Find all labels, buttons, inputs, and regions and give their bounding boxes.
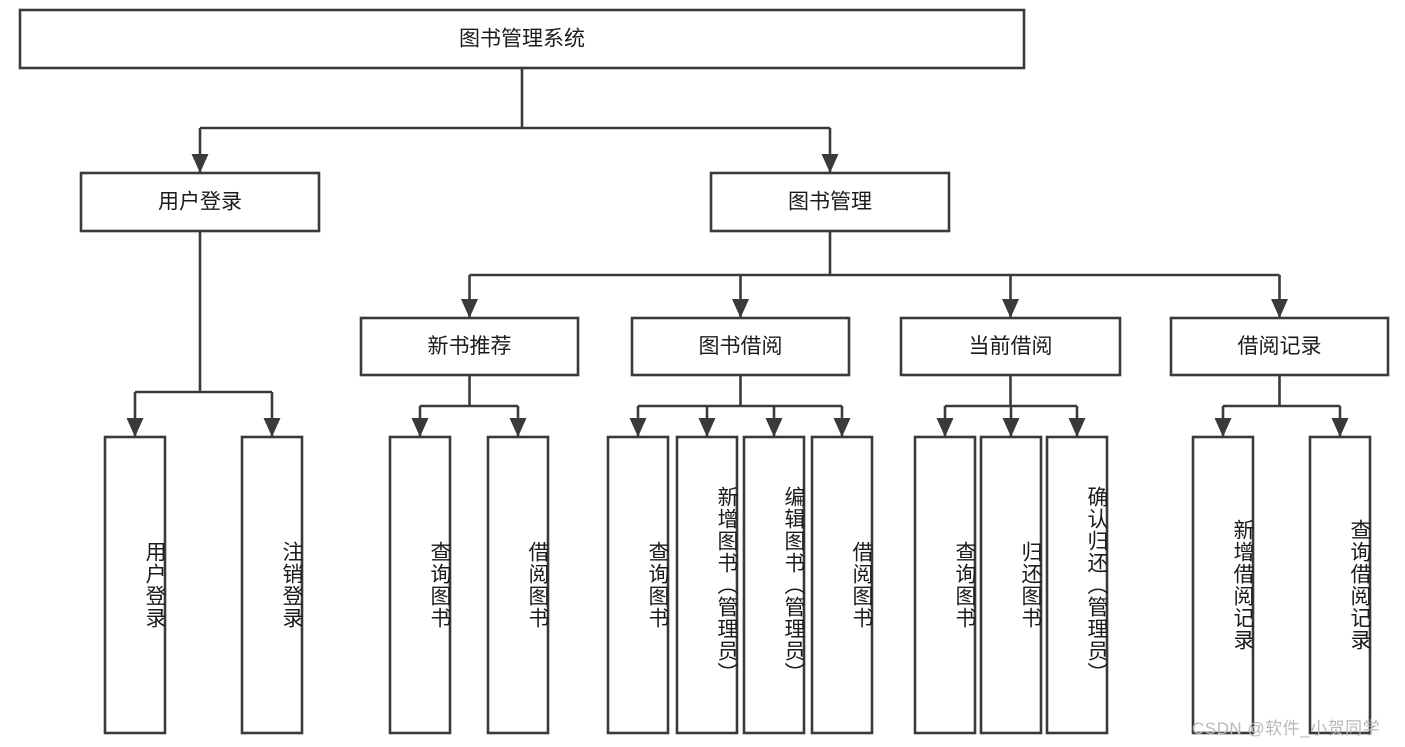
- node-box-leaf-add-book[interactable]: [675, 435, 739, 735]
- node-label-current-borrow: 当前借阅: [969, 335, 1053, 358]
- arrow-head-leaf-confirm-return: [1068, 418, 1086, 437]
- node-box-root[interactable]: [18, 8, 1026, 70]
- arrow-head-leaf-borrow-book-1: [509, 418, 527, 437]
- boxes-layer: [18, 8, 1390, 735]
- arrow-head-leaf-borrow-book-2: [833, 418, 851, 437]
- node-label-borrow-record: 借阅记录: [1238, 335, 1322, 358]
- node-box-leaf-edit-book[interactable]: [742, 435, 806, 735]
- node-label-new-book-rec: 新书推荐: [428, 335, 512, 358]
- node-box-user-login[interactable]: [79, 171, 321, 233]
- node-label-book-manage: 图书管理: [788, 191, 872, 214]
- arrow-head-leaf-return-book: [1002, 418, 1020, 437]
- arrow-head-user-login: [191, 154, 209, 173]
- connectors-layer: [126, 68, 1349, 437]
- node-box-leaf-query-record[interactable]: [1308, 435, 1372, 735]
- node-box-book-manage[interactable]: [709, 171, 951, 233]
- node-box-leaf-confirm-return[interactable]: [1045, 435, 1109, 735]
- arrow-head-new-book-rec: [461, 299, 478, 318]
- arrow-head-book-borrow: [732, 299, 749, 318]
- node-box-borrow-record[interactable]: [1169, 316, 1390, 377]
- node-box-leaf-borrow-book-1[interactable]: [486, 435, 550, 735]
- arrow-head-leaf-add-book: [698, 418, 716, 437]
- arrow-head-leaf-query-book-1: [411, 418, 429, 437]
- node-box-book-borrow[interactable]: [630, 316, 851, 377]
- node-label-user-login: 用户登录: [158, 191, 242, 214]
- arrow-head-leaf-edit-book: [765, 418, 783, 437]
- node-box-leaf-return-book[interactable]: [979, 435, 1043, 735]
- node-label-root: 图书管理系统: [459, 28, 585, 51]
- node-box-leaf-query-book-2[interactable]: [606, 435, 670, 735]
- arrow-head-leaf-logout: [263, 418, 281, 437]
- node-box-leaf-logout[interactable]: [240, 435, 304, 735]
- arrow-head-leaf-user-login: [126, 418, 144, 437]
- arrow-head-leaf-query-book-2: [629, 418, 647, 437]
- arrow-head-leaf-query-book-3: [936, 418, 954, 437]
- node-box-new-book-rec[interactable]: [359, 316, 580, 377]
- node-box-leaf-query-book-1[interactable]: [388, 435, 452, 735]
- arrow-head-borrow-record: [1271, 299, 1288, 318]
- csdn-watermark: CSDN @软件_小贺同学: [1192, 719, 1381, 738]
- node-box-leaf-borrow-book-2[interactable]: [810, 435, 874, 735]
- arrow-head-leaf-query-record: [1331, 418, 1349, 437]
- arrow-head-current-borrow: [1002, 299, 1019, 318]
- node-box-leaf-add-record[interactable]: [1191, 435, 1255, 735]
- node-box-leaf-query-book-3[interactable]: [913, 435, 977, 735]
- node-box-current-borrow[interactable]: [899, 316, 1122, 377]
- arrow-head-book-manage: [821, 154, 839, 173]
- node-label-book-borrow: 图书借阅: [699, 335, 783, 358]
- node-box-leaf-user-login[interactable]: [103, 435, 167, 735]
- arrow-head-leaf-add-record: [1214, 418, 1232, 437]
